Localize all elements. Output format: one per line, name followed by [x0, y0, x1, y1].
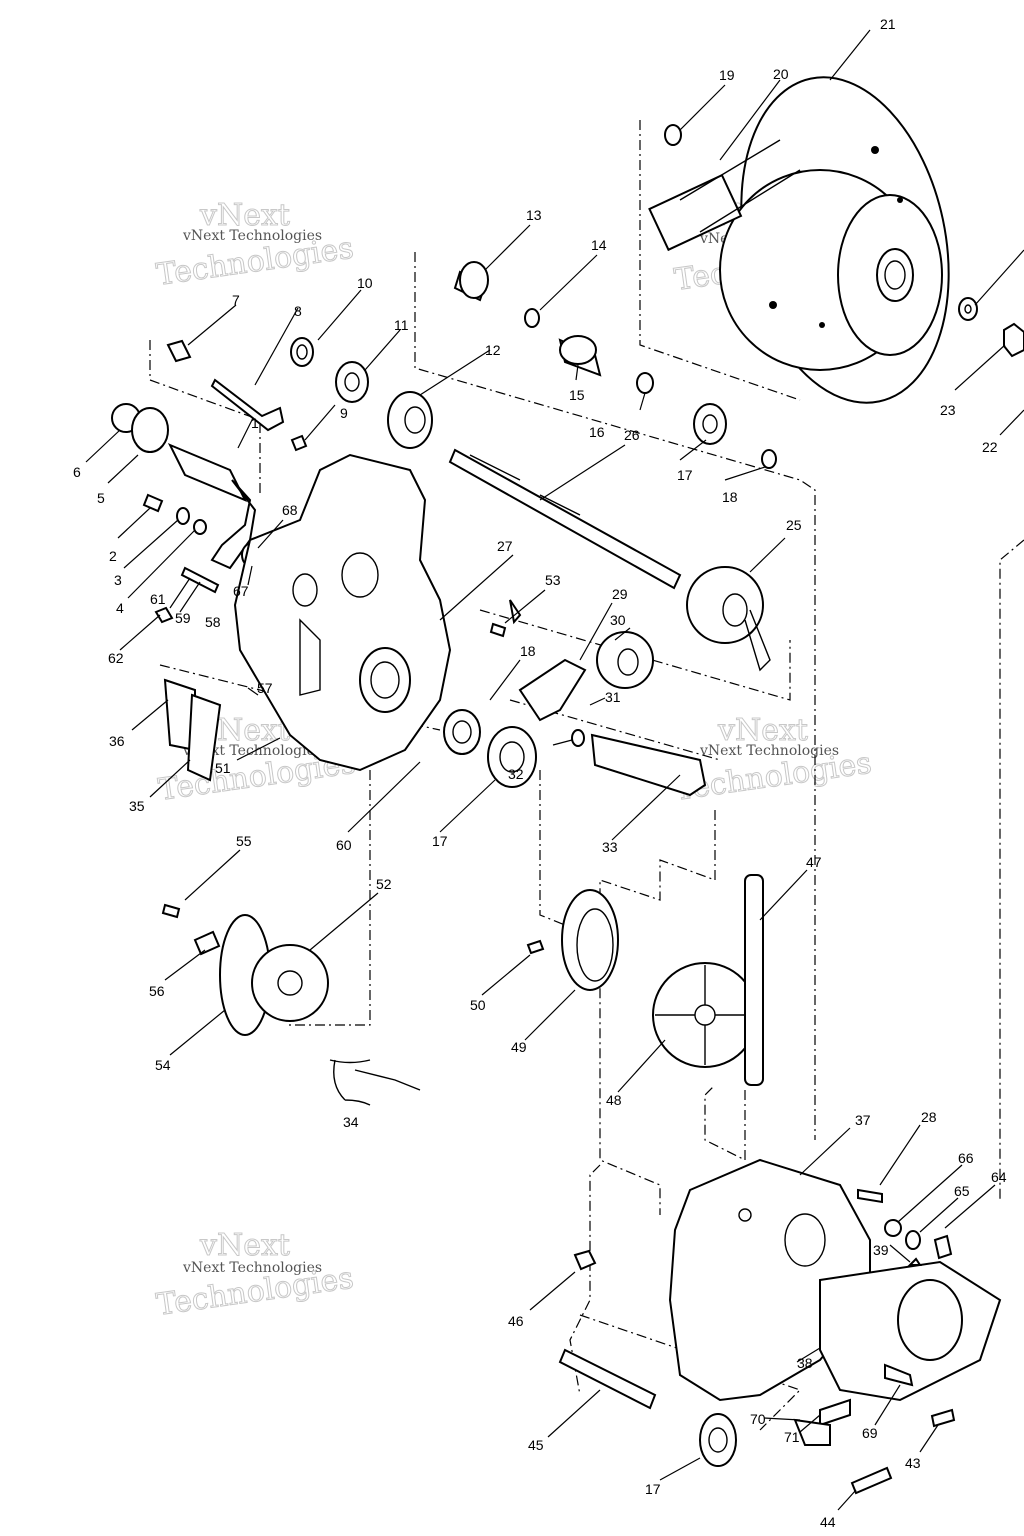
- right-case-half: [558, 1158, 1002, 1495]
- callout-33: 33: [602, 839, 618, 855]
- callout-37: 37: [855, 1112, 871, 1128]
- callout-30: 30: [610, 612, 626, 628]
- callout-56: 56: [149, 983, 165, 999]
- callout-27: 27: [497, 538, 513, 554]
- shift-fork-and-gears: [443, 566, 771, 797]
- callout-64: 64: [991, 1169, 1007, 1185]
- callout-17-mid: 17: [432, 833, 448, 849]
- callout-4: 4: [116, 600, 124, 616]
- callout-19: 19: [719, 67, 735, 83]
- callout-12: 12: [485, 342, 501, 358]
- watermark-mid-right: vNext vNext Technologies Technologies: [672, 713, 874, 809]
- shift-lever-assembly: [111, 403, 263, 624]
- callout-6: 6: [73, 464, 81, 480]
- callout-11: 11: [394, 317, 409, 333]
- callout-38: 38: [797, 1355, 813, 1371]
- callout-16: 16: [589, 424, 605, 440]
- svg-text:vNext: vNext: [199, 1228, 290, 1263]
- callout-17-top: 17: [677, 467, 693, 483]
- callout-55: 55: [236, 833, 252, 849]
- callout-26: 26: [624, 427, 640, 443]
- callout-62: 62: [108, 650, 124, 666]
- callout-14: 14: [591, 237, 607, 253]
- callout-54: 54: [155, 1057, 171, 1073]
- callout-25: 25: [786, 517, 802, 533]
- callout-13: 13: [526, 207, 542, 223]
- callout-67: 67: [233, 583, 249, 599]
- svg-text:vNext Technologies: vNext Technologies: [182, 1260, 322, 1276]
- callout-35: 35: [129, 798, 145, 814]
- callout-65: 65: [954, 1183, 970, 1199]
- input-shaft-assembly: [166, 261, 777, 590]
- callout-52: 52: [376, 876, 392, 892]
- callout-5: 5: [97, 490, 105, 506]
- callout-49: 49: [511, 1039, 527, 1055]
- callout-23: 23: [940, 402, 956, 418]
- callout-9: 9: [340, 405, 348, 421]
- callout-31: 31: [605, 689, 621, 705]
- callout-71: 71: [784, 1429, 800, 1445]
- callout-60: 60: [336, 837, 352, 853]
- callout-8: 8: [294, 303, 302, 319]
- callout-18-mid: 18: [520, 643, 536, 659]
- callout-70: 70: [750, 1411, 766, 1427]
- callout-29: 29: [612, 586, 628, 602]
- callout-45: 45: [528, 1437, 544, 1453]
- callout-3: 3: [114, 572, 122, 588]
- callout-59: 59: [175, 610, 191, 626]
- callout-34: 34: [343, 1114, 359, 1130]
- callout-15: 15: [569, 387, 585, 403]
- svg-text:vNext Technologies: vNext Technologies: [182, 743, 322, 759]
- callout-58: 58: [205, 614, 221, 630]
- svg-text:vNext: vNext: [199, 198, 290, 233]
- left-case-half: [163, 453, 452, 782]
- svg-text:vNext: vNext: [717, 713, 808, 748]
- svg-text:vNext Technologies: vNext Technologies: [182, 228, 322, 244]
- callout-66: 66: [958, 1150, 974, 1166]
- callout-68: 68: [282, 502, 298, 518]
- callout-22: 22: [982, 439, 998, 455]
- callout-43: 43: [905, 1455, 921, 1471]
- callout-17-bottom: 17: [645, 1481, 661, 1497]
- callout-48: 48: [606, 1092, 622, 1108]
- reduction-gears: [526, 874, 764, 1086]
- callout-51: 51: [215, 760, 231, 776]
- callout-57: 57: [257, 680, 273, 696]
- callout-18-top: 18: [722, 489, 738, 505]
- callout-46: 46: [508, 1313, 524, 1329]
- driven-clutch-assembly: [648, 76, 1024, 404]
- callout-labels: 1 2 3 4 5 6 7 8 9 10 11 12 13 14 15 16 1…: [73, 16, 1007, 1530]
- callout-44: 44: [820, 1514, 836, 1530]
- callout-21: 21: [880, 16, 896, 32]
- callout-1: 1: [251, 415, 259, 431]
- callout-20: 20: [773, 66, 789, 82]
- callout-28: 28: [921, 1109, 937, 1125]
- svg-text:vNext Technologies: vNext Technologies: [699, 743, 839, 759]
- callout-10: 10: [357, 275, 373, 291]
- leader-lines: [85, 29, 1024, 1511]
- callout-69: 69: [862, 1425, 878, 1441]
- watermark-top-left: vNext vNext Technologies Technologies: [154, 198, 356, 294]
- watermark-bottom-left: vNext vNext Technologies Technologies: [154, 1228, 356, 1324]
- callout-61: 61: [150, 591, 166, 607]
- callout-39: 39: [873, 1242, 889, 1258]
- callout-36: 36: [109, 733, 125, 749]
- callout-50: 50: [470, 997, 486, 1013]
- drive-sprocket-chain: [161, 903, 421, 1106]
- callout-7: 7: [232, 292, 240, 308]
- callout-53: 53: [545, 572, 561, 588]
- callout-32: 32: [508, 766, 524, 782]
- callout-2: 2: [109, 548, 117, 564]
- callout-47: 47: [806, 854, 822, 870]
